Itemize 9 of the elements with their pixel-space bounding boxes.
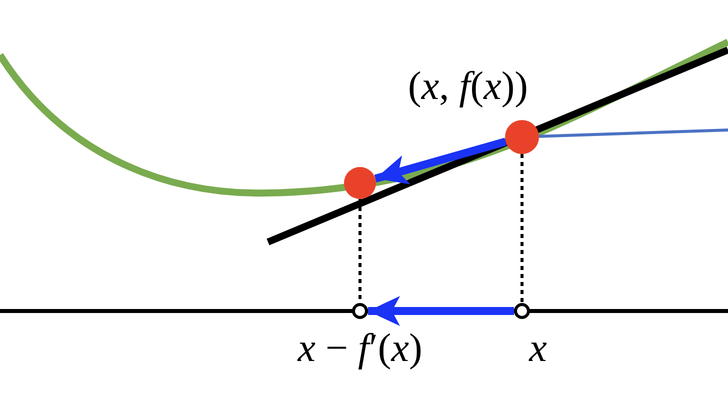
point-label: (x, f(x)) [408, 66, 528, 106]
arrow [368, 296, 514, 326]
axis-label: x − f′(x) [298, 328, 422, 368]
arrow [374, 138, 507, 184]
axis-label: x [529, 328, 547, 368]
dotted-line [520, 154, 524, 303]
axis-point [514, 303, 530, 319]
axis-point [352, 303, 368, 319]
line [538, 128, 728, 138]
